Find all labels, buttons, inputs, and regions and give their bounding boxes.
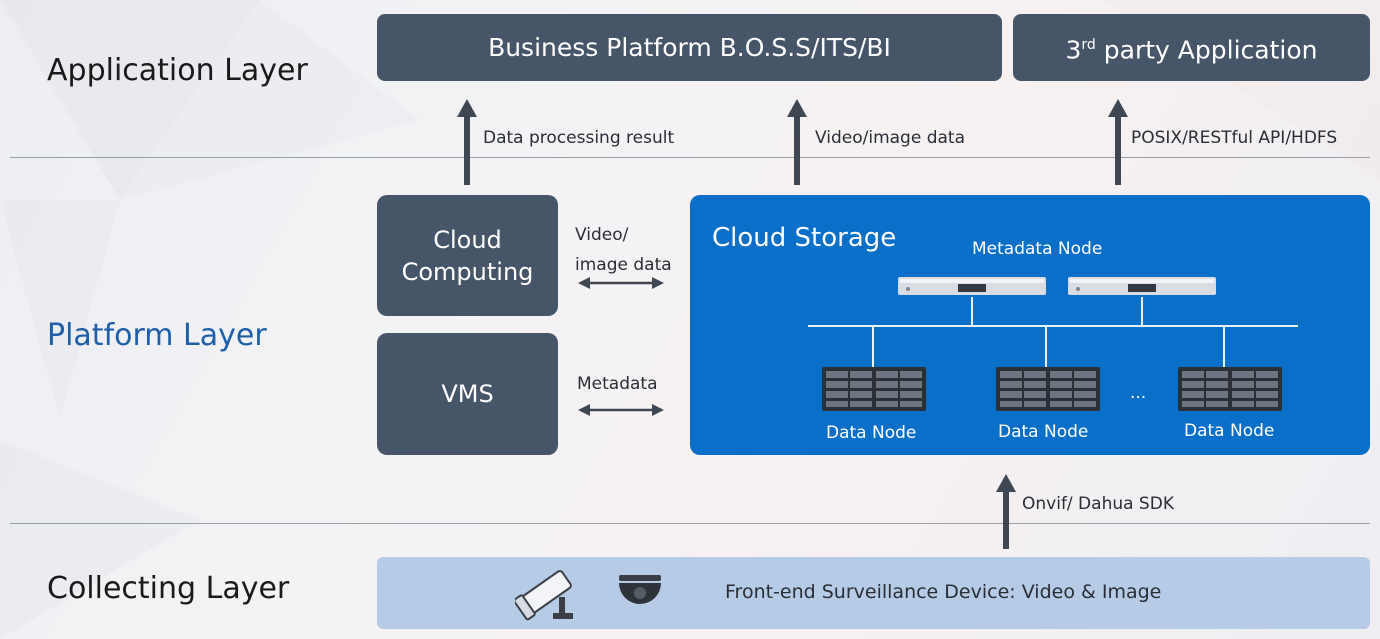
arrow-api — [1108, 99, 1128, 185]
business-platform-label: Business Platform B.O.S.S/ITS/BI — [488, 32, 891, 62]
storage-array-icon — [1178, 367, 1282, 411]
data-link-1 — [872, 325, 874, 367]
dome-camera-icon — [619, 575, 661, 604]
double-arrow-metadata — [578, 404, 664, 416]
node-bus — [808, 325, 1298, 327]
link-metadata-label: Metadata — [577, 374, 658, 394]
application-layer-label: Application Layer — [47, 53, 308, 88]
layer-divider-top — [10, 157, 1370, 158]
data-link-3 — [1223, 325, 1225, 367]
metadata-link-2 — [1141, 297, 1143, 325]
storage-array-icon — [822, 367, 926, 411]
cloud-computing-box: Cloud Computing — [377, 195, 558, 316]
storage-array-icon — [996, 367, 1100, 411]
ellipsis-label: ... — [1130, 383, 1147, 403]
platform-layer-label: Platform Layer — [47, 318, 267, 353]
bullet-camera-icon — [515, 570, 573, 621]
cloud-storage-title: Cloud Storage — [712, 223, 897, 253]
business-platform-box: Business Platform B.O.S.S/ITS/BI — [377, 14, 1002, 81]
collecting-layer-label: Collecting Layer — [47, 571, 290, 606]
double-arrow-video — [578, 277, 664, 289]
link-video-image-label: Video/ image data — [575, 225, 672, 275]
data-node-label-2: Data Node — [998, 422, 1089, 442]
cloud-storage-panel: Cloud Storage Metadata Node — [690, 195, 1370, 455]
front-end-device-label: Front-end Surveillance Device: Video & I… — [725, 581, 1162, 603]
third-party-app-box: 3rd party Application — [1013, 14, 1370, 81]
data-node-label-3: Data Node — [1184, 421, 1275, 441]
collecting-band: Front-end Surveillance Device: Video & I… — [377, 557, 1370, 629]
vms-box: VMS — [377, 333, 558, 455]
vms-label: VMS — [441, 380, 494, 408]
arrow-video-image — [787, 99, 807, 185]
api-label: POSIX/RESTful API/HDFS — [1131, 128, 1338, 148]
data-node-label-1: Data Node — [826, 423, 917, 443]
cloud-computing-label: Cloud Computing — [401, 225, 534, 286]
data-link-2 — [1045, 325, 1047, 367]
onvif-label: Onvif/ Dahua SDK — [1022, 494, 1174, 514]
video-image-up-label: Video/image data — [815, 128, 966, 148]
rack-server-icon — [1068, 277, 1216, 295]
third-party-app-label: 3rd party Application — [1065, 35, 1318, 65]
arrow-onvif — [996, 474, 1016, 549]
data-processing-label: Data processing result — [483, 128, 675, 148]
arrow-data-processing — [457, 99, 477, 185]
metadata-node-label: Metadata Node — [972, 239, 1103, 259]
rack-server-icon — [898, 277, 1046, 295]
layer-divider-bottom — [10, 523, 1370, 524]
metadata-link-1 — [971, 297, 973, 325]
